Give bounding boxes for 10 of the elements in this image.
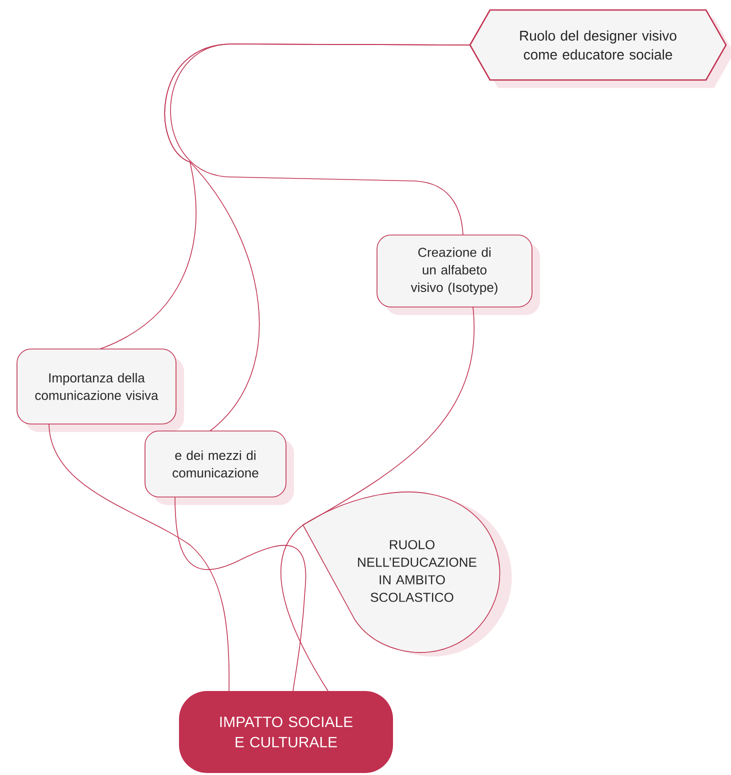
connector [280, 524, 328, 692]
rounded-box: Creazione di un alfabeto visivo (Isotype) [376, 234, 540, 315]
rounded-box: e dei mezzi di comunicazione [144, 430, 294, 505]
hexagon-box: Ruolo del designer visivo come educatore sociale [469, 9, 731, 88]
connector [164, 44, 470, 432]
connector [48, 424, 230, 692]
rounded-box: IMPATTO SOCIALE E CULTURALE [179, 691, 393, 773]
connector [302, 306, 474, 526]
connector [174, 496, 306, 692]
rounded-box: Importanza della comunicazione visiva [16, 348, 184, 432]
